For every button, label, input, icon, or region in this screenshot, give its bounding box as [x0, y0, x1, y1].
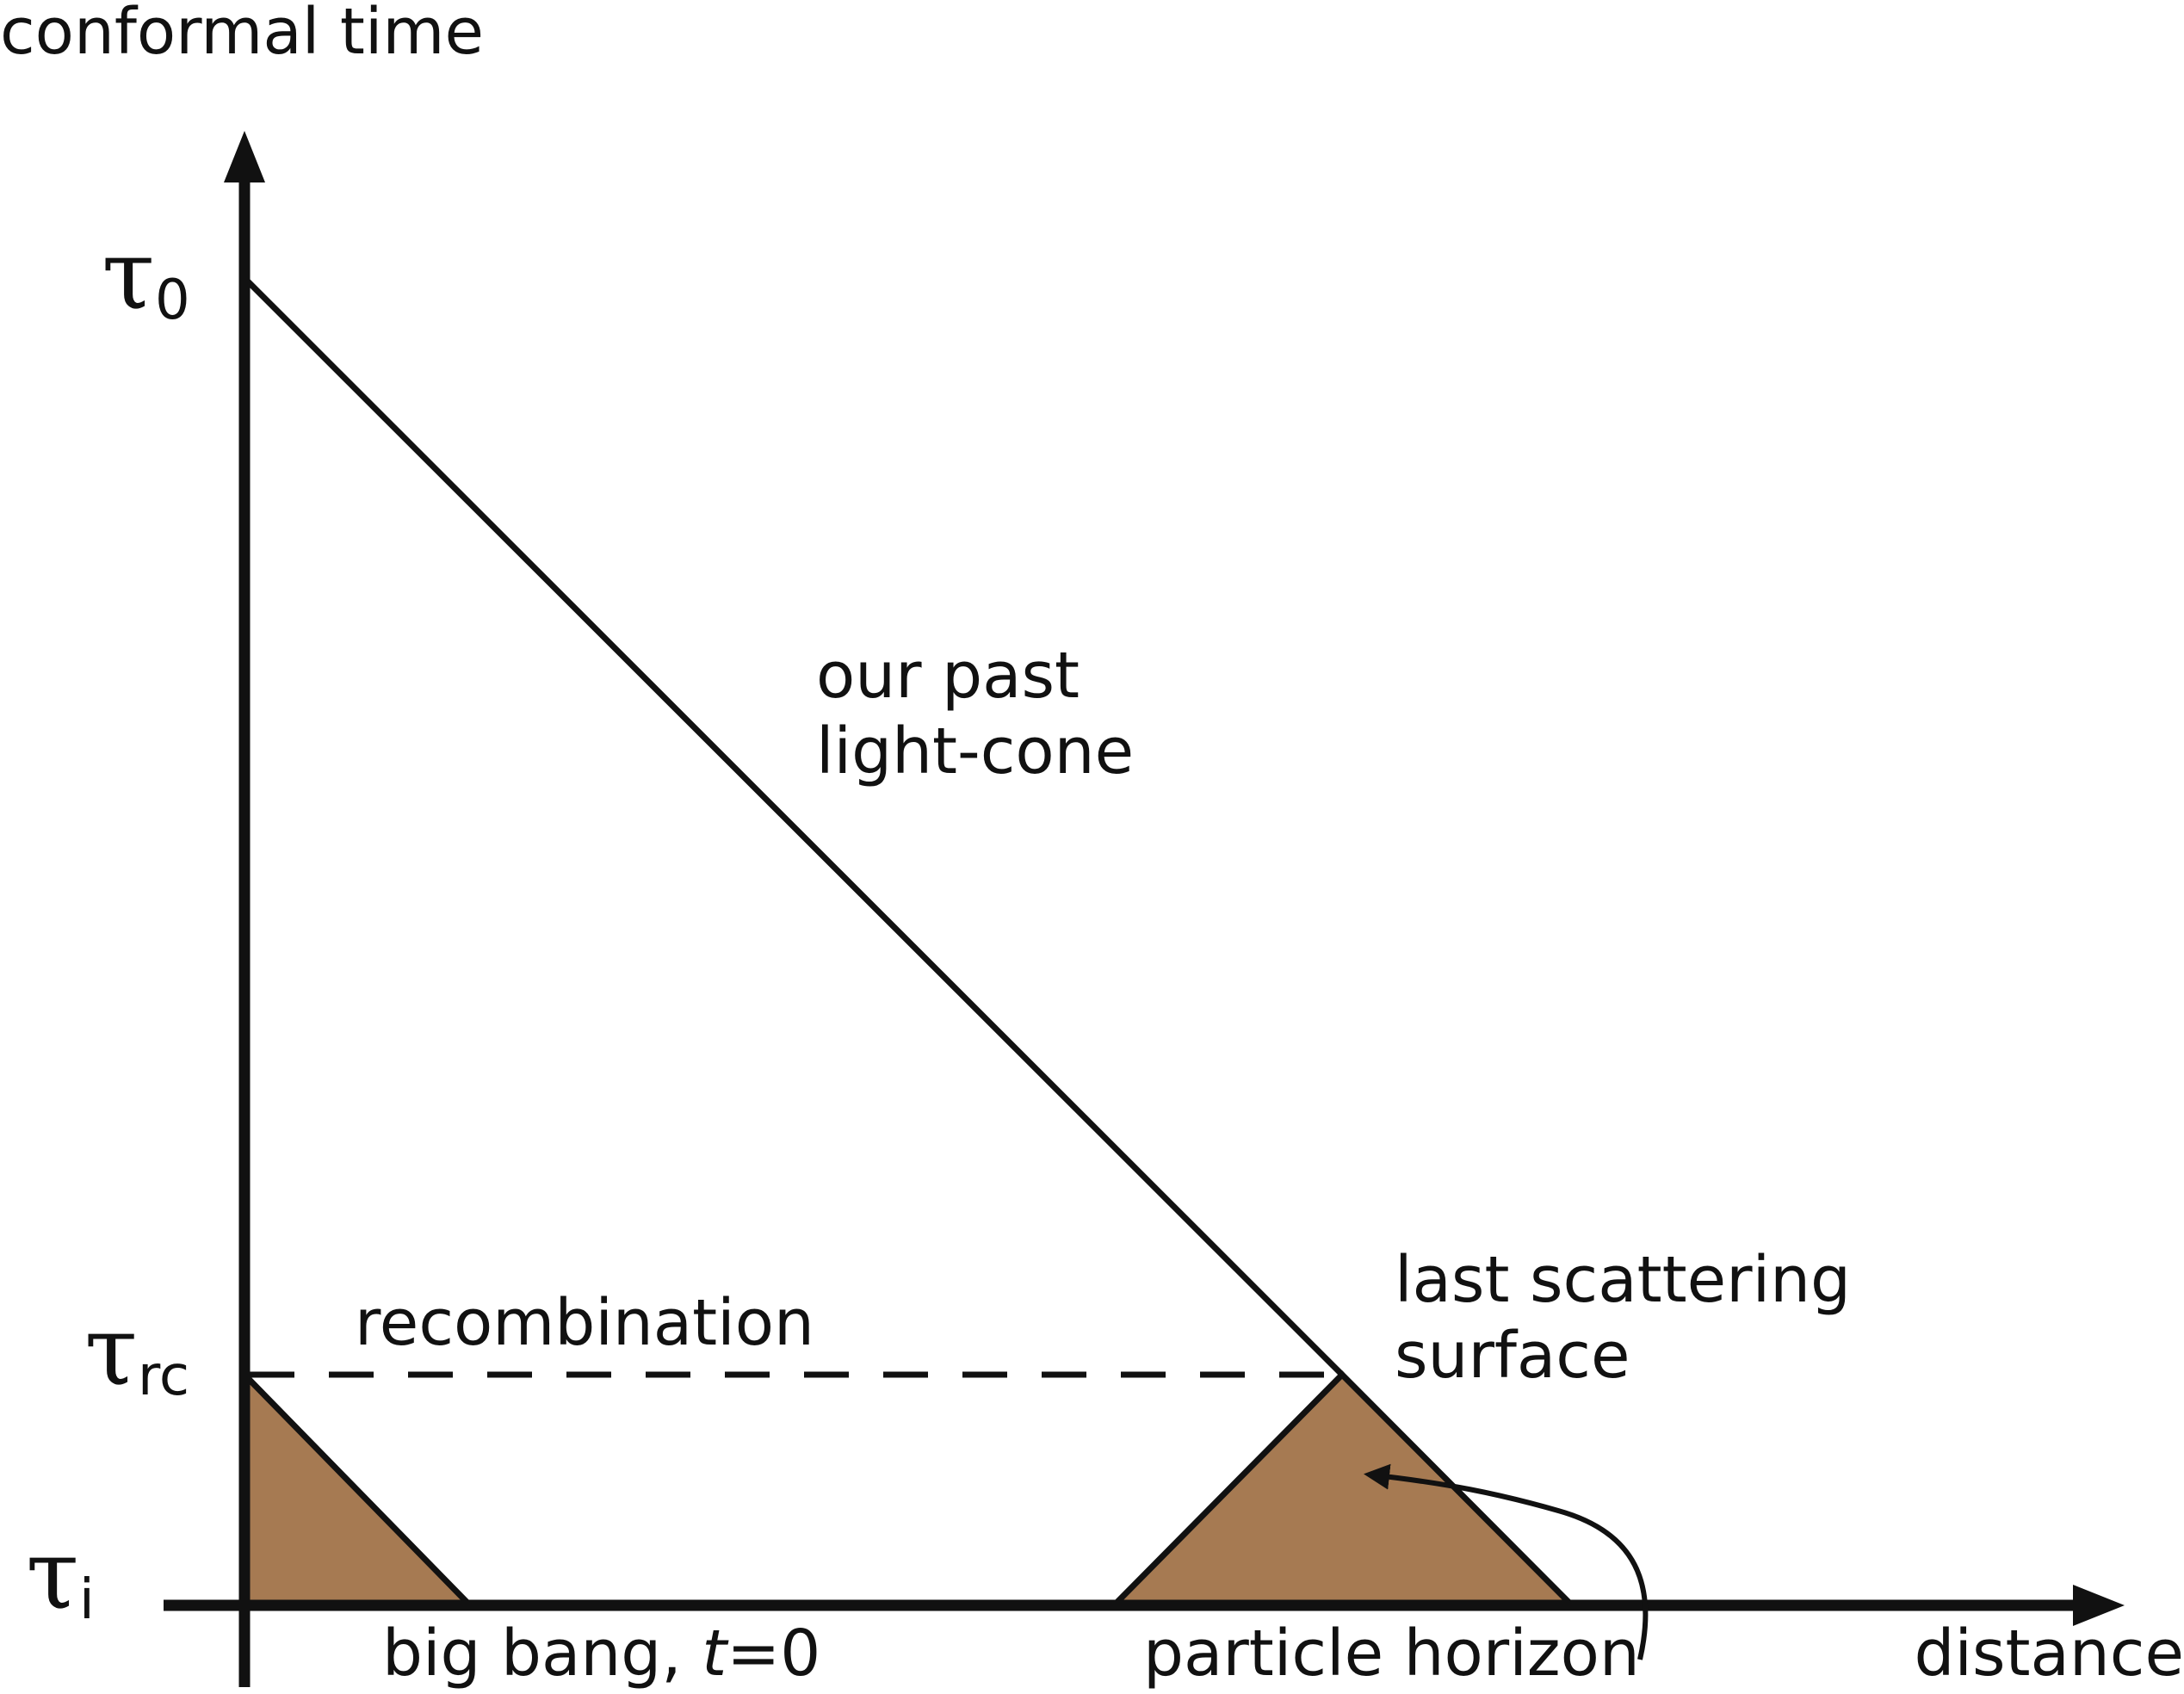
x-axis-title: distance: [1914, 1617, 2184, 1691]
taui-symbol: τ: [26, 1519, 79, 1631]
tau0-symbol: τ: [102, 219, 155, 331]
tau0-label: τ0: [102, 219, 190, 332]
recombination-label: recombination: [355, 1286, 814, 1360]
particle-horizon-label: particle horizon: [1143, 1617, 1640, 1691]
taurc-symbol: τ: [84, 1295, 138, 1407]
taui-label: τi: [26, 1519, 95, 1632]
last-scattering-label-line1: last scattering: [1395, 1243, 1851, 1317]
taurc-subscript: rc: [138, 1345, 189, 1408]
tau0-subscript: 0: [155, 269, 190, 332]
last-scattering-label-line2: surface: [1395, 1319, 1630, 1393]
last-scattering-horizon-triangle: [1106, 1370, 1580, 1609]
big-bang-t-variable: t: [702, 1617, 729, 1691]
left-horizon-triangle: [241, 1367, 478, 1609]
light-cone-label-line1: our past: [816, 639, 1080, 713]
past-light-cone-line: [242, 275, 1345, 1377]
y-axis-arrowhead: [224, 131, 265, 182]
taurc-label: τrc: [84, 1295, 189, 1408]
big-bang-label: big bang, t=0: [382, 1617, 820, 1691]
y-axis-title: conformal time: [0, 0, 484, 69]
taui-subscript: i: [79, 1568, 95, 1632]
big-bang-text: big bang,: [382, 1617, 702, 1691]
particle-horizon-curved-arrow: [1364, 1463, 1649, 1660]
big-bang-equals: =0: [727, 1617, 820, 1691]
x-axis-arrowhead: [2073, 1585, 2125, 1626]
light-cone-label-line2: light-cone: [816, 714, 1134, 788]
